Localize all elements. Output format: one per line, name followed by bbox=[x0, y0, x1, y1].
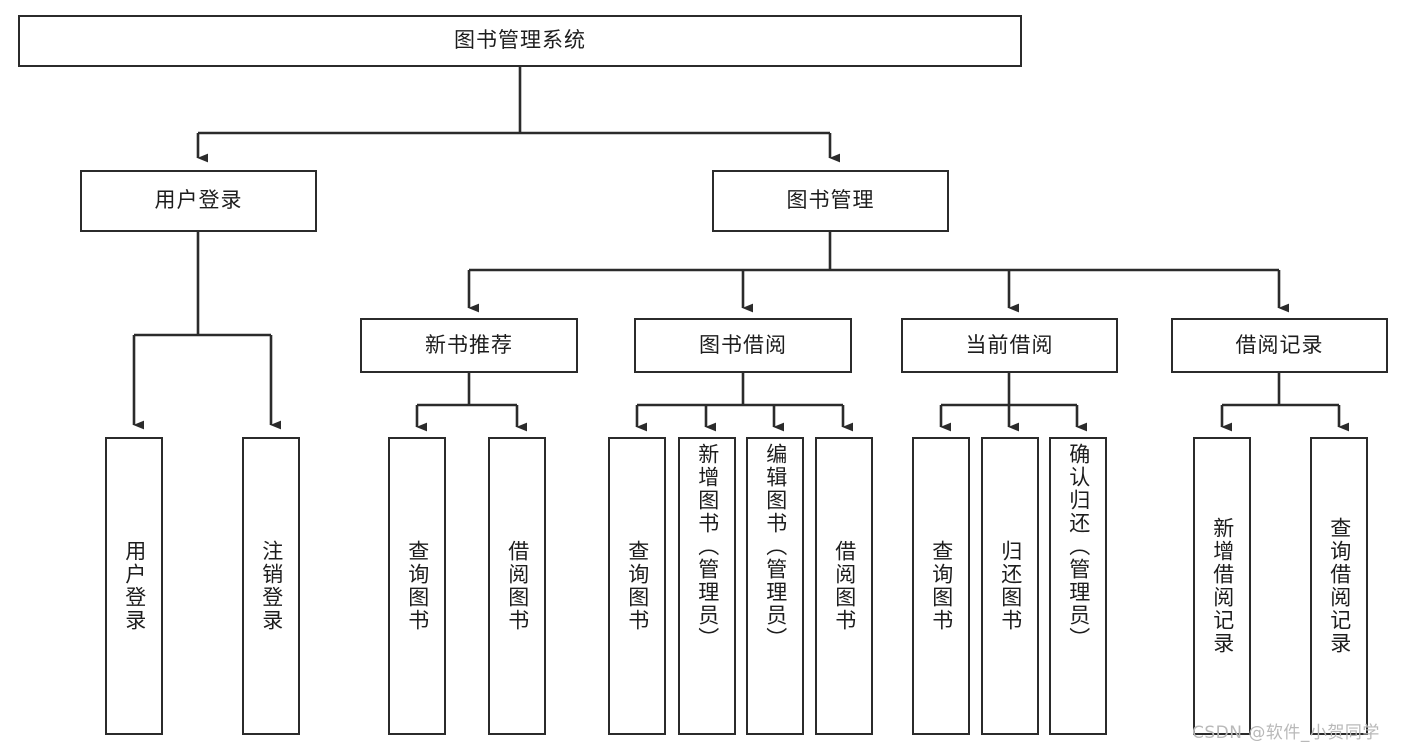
node-current-borrow[interactable]: 当前借阅 bbox=[901, 318, 1118, 373]
node-label-user-login: 用户登录 bbox=[154, 188, 243, 213]
node-book-borrow[interactable]: 图书借阅 bbox=[634, 318, 852, 373]
node-root-book-management-system[interactable]: 图书管理系统 bbox=[18, 15, 1022, 67]
leaf-label-borrow-record-query-record: 查询借阅记录 bbox=[1327, 517, 1352, 655]
leaf-label-current-borrow-confirm-return-admin: 确认归还（管理员） bbox=[1066, 443, 1091, 650]
node-user-login[interactable]: 用户登录 bbox=[80, 170, 317, 232]
leaf-label-book-borrow-query-book: 查询图书 bbox=[625, 540, 650, 632]
leaf-label-borrow-record-add-record: 新增借阅记录 bbox=[1210, 517, 1235, 655]
leaf-label-book-borrow-edit-book-admin: 编辑图书（管理员） bbox=[763, 443, 788, 650]
leaf-borrow-record-query-record[interactable]: 查询借阅记录 bbox=[1310, 437, 1368, 735]
leaf-book-borrow-edit-book-admin[interactable]: 编辑图书（管理员） bbox=[746, 437, 804, 735]
leaf-book-borrow-borrow-book[interactable]: 借阅图书 bbox=[815, 437, 873, 735]
node-label-book-management: 图书管理 bbox=[786, 188, 875, 213]
node-book-management[interactable]: 图书管理 bbox=[712, 170, 949, 232]
leaf-current-borrow-query-book[interactable]: 查询图书 bbox=[912, 437, 970, 735]
node-new-book-recommend[interactable]: 新书推荐 bbox=[360, 318, 578, 373]
leaf-user-login-logout[interactable]: 注销登录 bbox=[242, 437, 300, 735]
node-label-current-borrow: 当前借阅 bbox=[965, 332, 1054, 357]
leaf-label-user-login-logout: 注销登录 bbox=[259, 540, 284, 632]
leaf-book-borrow-query-book[interactable]: 查询图书 bbox=[608, 437, 666, 735]
leaf-label-user-login-login: 用户登录 bbox=[122, 540, 147, 632]
leaf-label-book-borrow-add-book-admin: 新增图书（管理员） bbox=[695, 443, 720, 650]
node-borrow-record[interactable]: 借阅记录 bbox=[1171, 318, 1388, 373]
leaf-new-book-query-book[interactable]: 查询图书 bbox=[388, 437, 446, 735]
leaf-user-login-login[interactable]: 用户登录 bbox=[105, 437, 163, 735]
leaf-current-borrow-confirm-return-admin[interactable]: 确认归还（管理员） bbox=[1049, 437, 1107, 735]
leaf-label-current-borrow-return-book: 归还图书 bbox=[998, 540, 1023, 632]
leaf-borrow-record-add-record[interactable]: 新增借阅记录 bbox=[1193, 437, 1251, 735]
leaf-book-borrow-add-book-admin[interactable]: 新增图书（管理员） bbox=[678, 437, 736, 735]
leaf-label-new-book-query-book: 查询图书 bbox=[405, 540, 430, 632]
leaf-label-book-borrow-borrow-book: 借阅图书 bbox=[832, 540, 857, 632]
watermark-text: CSDN @软件_小贺同学 bbox=[1192, 723, 1380, 743]
leaf-new-book-borrow-book[interactable]: 借阅图书 bbox=[488, 437, 546, 735]
leaf-label-new-book-borrow-book: 借阅图书 bbox=[505, 540, 530, 632]
node-label-new-book-recommend: 新书推荐 bbox=[425, 332, 513, 357]
node-label-book-borrow: 图书借阅 bbox=[699, 332, 787, 357]
leaf-current-borrow-return-book[interactable]: 归还图书 bbox=[981, 437, 1039, 735]
node-label-root: 图书管理系统 bbox=[454, 28, 586, 53]
node-label-borrow-record: 借阅记录 bbox=[1235, 332, 1324, 357]
leaf-label-current-borrow-query-book: 查询图书 bbox=[929, 540, 954, 632]
